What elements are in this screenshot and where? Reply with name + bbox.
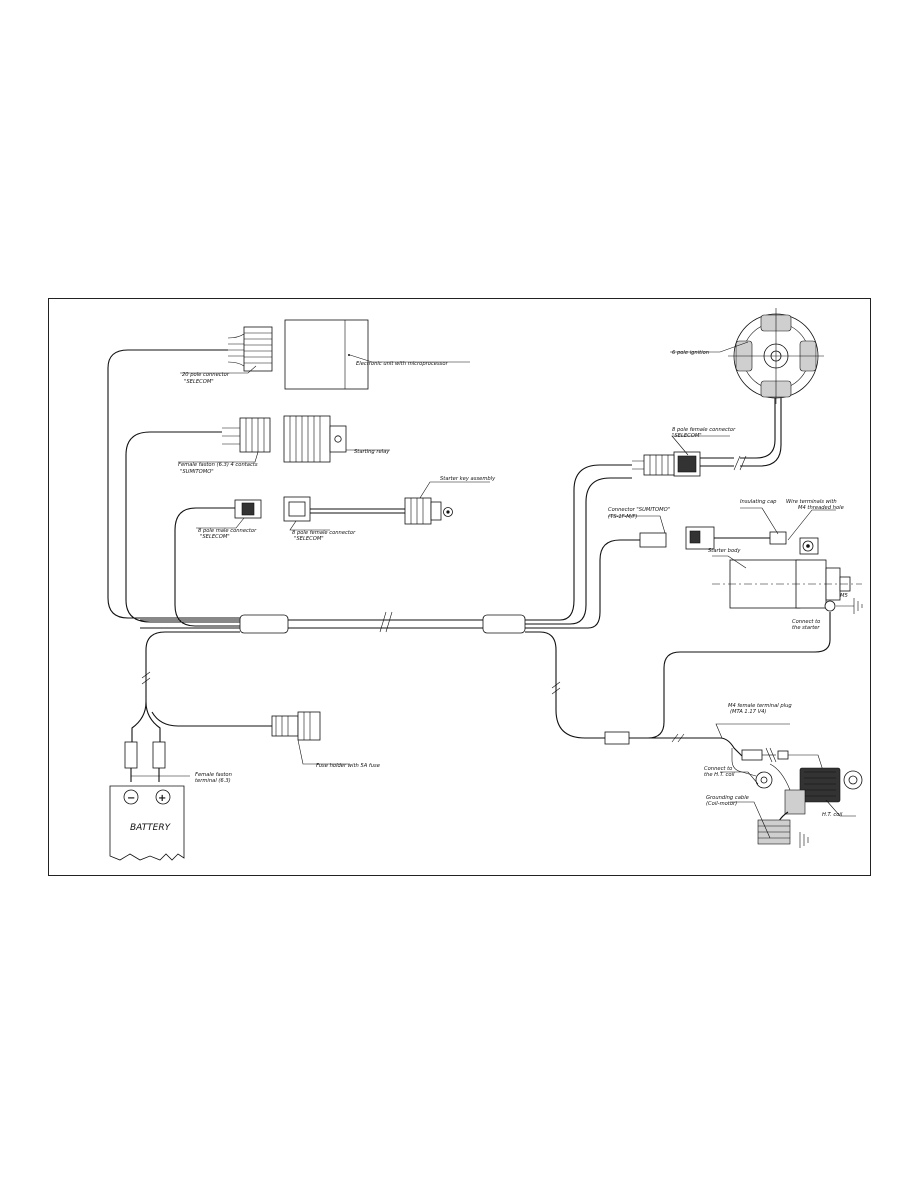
m4-terminal-plug — [741, 749, 763, 761]
label-fuse: Fuse holder with 5A fuse — [316, 763, 380, 769]
label-wire-term-2: M4 threaded hole — [798, 505, 844, 511]
coil-assembly — [604, 723, 863, 848]
battery-positive-terminal — [155, 789, 171, 805]
label-ecu: Electronic unit with microprocessor — [356, 361, 449, 367]
relay-assembly — [178, 415, 390, 463]
harness-sleeve-right — [482, 614, 526, 634]
label-female8: 8 pole female connector — [292, 530, 356, 536]
label-male8: 8 pole male connector — [198, 528, 257, 534]
electronic-unit — [284, 319, 369, 390]
starting-relay — [283, 415, 331, 463]
ecu-assembly — [180, 319, 470, 390]
label-key: Starter key assembly — [440, 476, 496, 482]
battery-assembly — [109, 741, 190, 861]
sumitomo-connector — [639, 532, 667, 548]
label-ignition: 6 pole ignition — [672, 350, 709, 356]
label-sumitomo: Connector "SUMITOMO" — [608, 507, 670, 513]
label-sumitomo-code: (TS-1F-M/F) — [608, 514, 637, 520]
label-ht-coil: H.T. coil — [822, 812, 843, 818]
labels: Electronic unit with microprocessor 20 p… — [127, 350, 848, 833]
label-female8b-brand: "SELECOM" — [672, 433, 702, 439]
label-faston-term-2: terminal (6.3) — [195, 778, 231, 784]
label-m4plug-code: (MTA 1.17 V4) — [730, 709, 766, 715]
label-conn20-brand: "SELECOM" — [184, 379, 214, 385]
battery-minus-symbol: − — [127, 793, 135, 804]
ht-coil — [799, 767, 841, 803]
connector-20-pole — [243, 326, 273, 372]
label-conn20: 20 pole connector — [182, 372, 230, 378]
diagram-frame — [48, 298, 871, 876]
label-connect-starter: Connect to — [792, 619, 820, 625]
label-battery: BATTERY — [130, 823, 172, 833]
label-ground: Grounding cable — [706, 795, 749, 801]
right-branches — [525, 464, 640, 739]
label-ground-2: (Coil-motor) — [706, 801, 737, 807]
label-wire-term: Wire terminals with — [786, 499, 837, 505]
label-faston4-brand: "SUMITOMO" — [180, 469, 214, 475]
label-relay: Starting relay — [354, 449, 390, 455]
label-connect-starter-2: the starter — [792, 625, 820, 631]
left-branches — [107, 349, 272, 742]
ignition-assembly — [632, 308, 824, 477]
label-faston-term: Female faston — [195, 772, 232, 778]
label-m5: M5 — [840, 593, 848, 599]
starter-key — [404, 497, 432, 525]
battery-negative-terminal — [123, 789, 139, 805]
battery — [109, 785, 185, 861]
label-cap: Insulating cap — [740, 499, 777, 505]
key-assembly — [196, 481, 490, 531]
label-connect-coil-2: the H.T. coil — [704, 772, 735, 778]
main-harness — [140, 611, 555, 634]
fuse-assembly — [271, 711, 350, 765]
harness-sleeve-left — [239, 614, 289, 634]
label-female8b: 8 pole female connector — [672, 427, 736, 433]
fuse-holder-right — [297, 711, 321, 741]
label-m4plug: M4 female terminal plug — [728, 703, 792, 709]
faston-4-contacts — [239, 417, 271, 453]
label-faston4: Female faston (6.3) 4 contacts — [178, 462, 258, 468]
label-female8-brand: "SELECOM" — [294, 536, 324, 542]
starter-assembly — [608, 507, 863, 739]
label-male8-brand: "SELECOM" — [200, 534, 230, 540]
label-connect-coil: Connect to — [704, 766, 732, 772]
label-starter-body: Starter body — [708, 548, 741, 554]
battery-plus-symbol: + — [158, 793, 166, 804]
